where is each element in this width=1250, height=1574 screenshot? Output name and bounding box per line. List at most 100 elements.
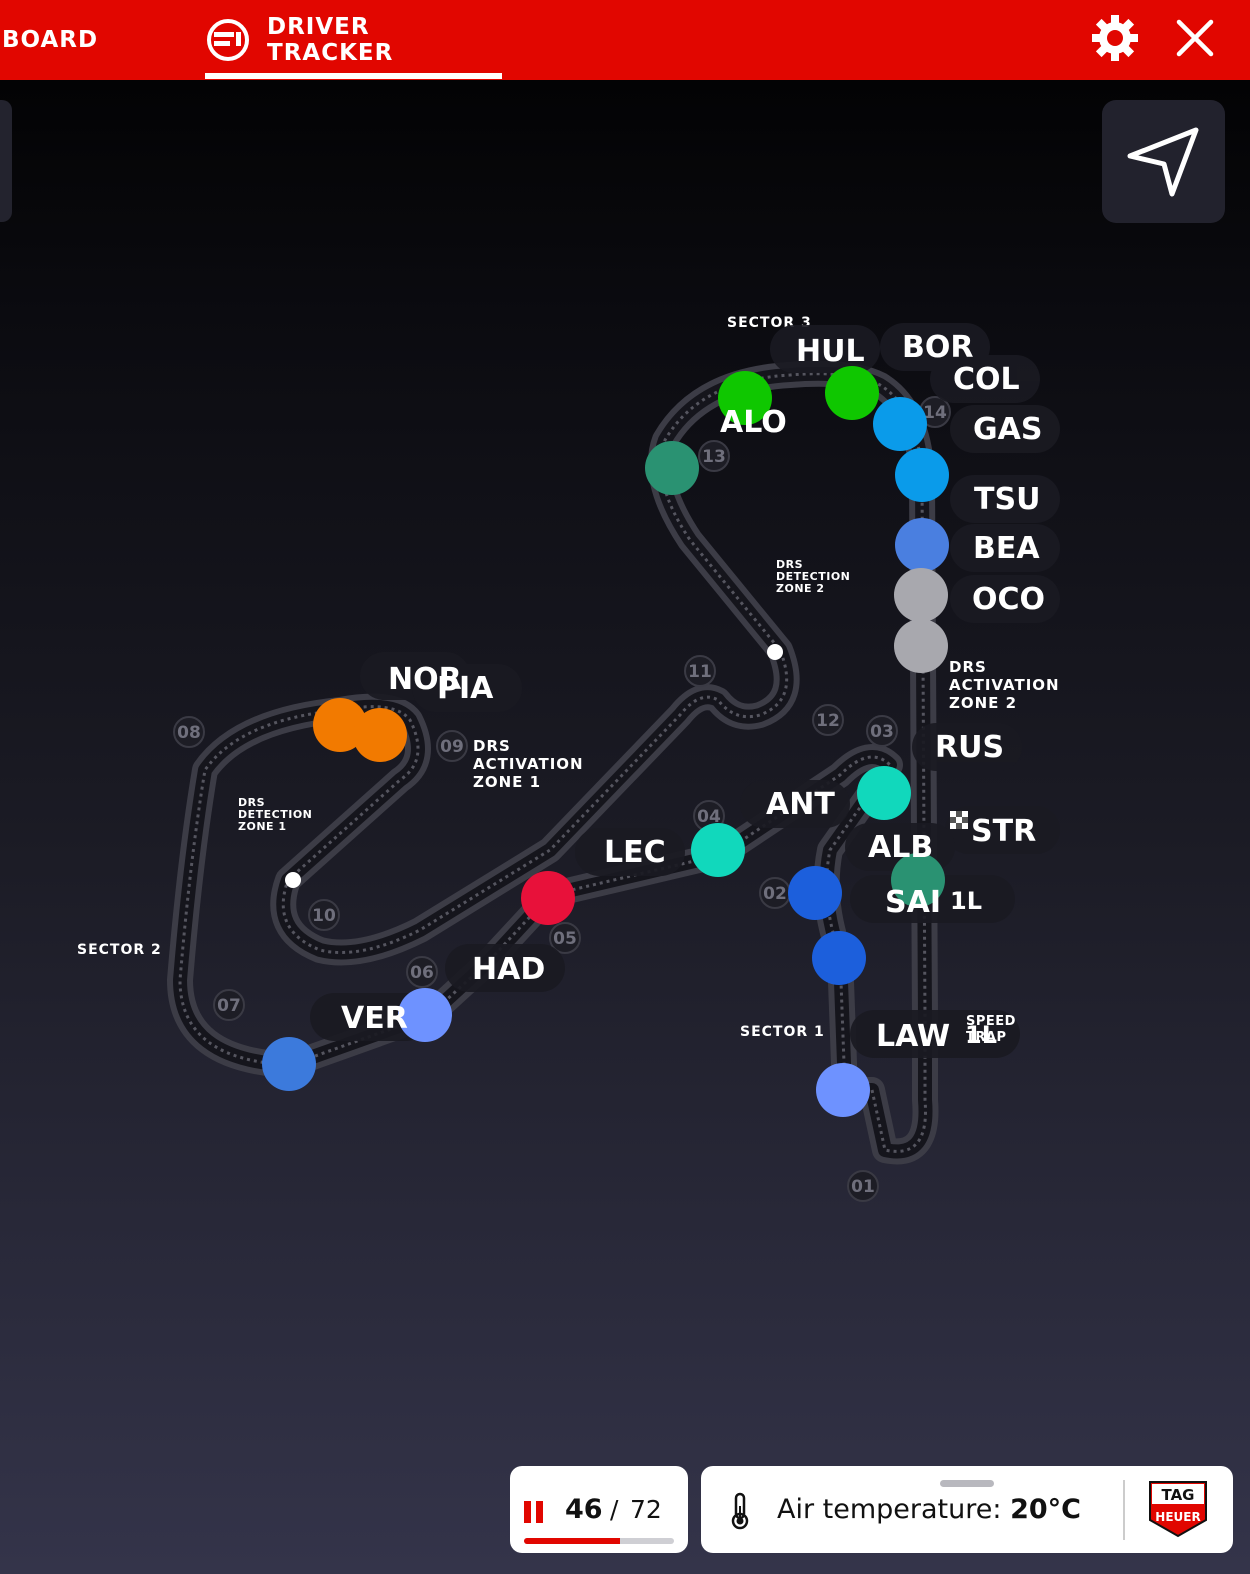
- driver-lap-law: 1L: [965, 1021, 997, 1049]
- turn-number: 14: [923, 403, 947, 423]
- driver-label-nor: NOR: [388, 662, 462, 697]
- driver-label-oco: OCO: [972, 582, 1045, 617]
- drs-text: ZONE 2: [949, 694, 1017, 712]
- driver-label-pia: PIA: [437, 671, 494, 706]
- total-laps: 72: [630, 1495, 662, 1524]
- active-tab-indicator: [205, 73, 502, 79]
- driver-label-sai: SAI: [885, 885, 941, 920]
- driver-label-ver: VER: [341, 1001, 408, 1036]
- driver-dot-alo[interactable]: [718, 371, 772, 425]
- driver-label-ant: ANT: [766, 787, 835, 822]
- settings-button[interactable]: [1085, 10, 1145, 70]
- drag-handle[interactable]: [940, 1480, 994, 1487]
- svg-text:TAG: TAG: [1162, 1486, 1195, 1504]
- driver-label-lec: LEC: [604, 835, 666, 870]
- driver-label-bea: BEA: [973, 531, 1040, 566]
- drs-text: DRS: [238, 796, 265, 809]
- turn-number: 08: [177, 723, 201, 743]
- lap-separator: /: [610, 1495, 619, 1524]
- driver-dot-pia[interactable]: [353, 708, 407, 762]
- driver-label-hul: HUL: [796, 334, 865, 369]
- driver-dot-sector3[interactable]: [645, 441, 699, 495]
- turn-number: 13: [702, 447, 726, 467]
- drs-text: ACTIVATION: [473, 755, 584, 773]
- driver-dot-bea[interactable]: [895, 518, 949, 572]
- current-lap: 46: [565, 1494, 603, 1525]
- weather-label: Air temperature:: [777, 1494, 1002, 1525]
- thermometer-icon: [729, 1492, 751, 1534]
- driver-label-tsu: TSU: [974, 482, 1040, 517]
- driver-dot-rus[interactable]: [857, 766, 911, 820]
- weather-readout: Air temperature: 20°C: [777, 1494, 1081, 1525]
- driver-label-str: STR: [971, 814, 1036, 849]
- driver-label-col: COL: [953, 362, 1020, 397]
- driver-dot-tsu[interactable]: [895, 448, 949, 502]
- driver-dot-hul[interactable]: [825, 366, 879, 420]
- driver-dot-gas[interactable]: [873, 397, 927, 451]
- lap-counter-panel[interactable]: 46 / 72: [510, 1466, 688, 1553]
- top-bar: BOARD DRIVER TRACKER: [0, 0, 1250, 80]
- svg-text:HEUER: HEUER: [1155, 1510, 1200, 1524]
- drs-activation-zone-2-label: DRS ACTIVATION ZONE 2: [949, 658, 1059, 712]
- chequered-flag-icon: [950, 811, 968, 829]
- close-icon: [1175, 18, 1215, 62]
- driver-dot-alb[interactable]: [788, 866, 842, 920]
- driver-dot-grey[interactable]: [894, 619, 948, 673]
- drs-text: DRS: [473, 737, 511, 755]
- weather-value: 20°C: [1010, 1494, 1081, 1525]
- drs-text: ZONE 1: [473, 773, 541, 791]
- turn-number: 04: [697, 807, 721, 827]
- driver-dot-law[interactable]: [816, 1063, 870, 1117]
- lap-counter-icon: [524, 1501, 546, 1527]
- drs-text: DRS: [776, 558, 803, 571]
- driver-label-law: LAW: [876, 1019, 950, 1054]
- turn-number: 06: [410, 963, 434, 983]
- panel-divider: [1123, 1480, 1125, 1540]
- turn-number: 01: [851, 1177, 875, 1197]
- drs-detection-zone-1-label: DRS DETECTION ZONE 1: [238, 796, 312, 833]
- lap-progress-bar: [524, 1538, 674, 1544]
- drs-text: ZONE 1: [238, 820, 287, 833]
- driver-dot-had[interactable]: [398, 988, 452, 1042]
- turn-number: 05: [553, 929, 577, 949]
- driver-label-rus: RUS: [935, 730, 1004, 765]
- drs-detection-point-2: [767, 644, 783, 660]
- sector-2-label: SECTOR 2: [77, 942, 162, 958]
- tab-board[interactable]: BOARD: [2, 0, 98, 80]
- turn-number: 09: [440, 737, 464, 757]
- turn-number: 11: [688, 662, 712, 682]
- driver-dot-oco[interactable]: [894, 568, 948, 622]
- gear-icon: [1090, 13, 1140, 67]
- driver-dot-str[interactable]: [891, 853, 945, 907]
- close-button[interactable]: [1165, 10, 1225, 70]
- weather-panel[interactable]: Air temperature: 20°C TAG HEUER: [701, 1466, 1233, 1553]
- speed-trap-label: TRAP: [966, 1030, 1006, 1045]
- turn-number: 02: [763, 884, 787, 904]
- driver-label-bor: BOR: [902, 330, 973, 365]
- driver-label-had: HAD: [472, 952, 545, 987]
- tab-driver-tracker-label: DRIVER TRACKER: [267, 14, 394, 66]
- navigation-arrow-icon: [1124, 120, 1204, 204]
- driver-labels: HUL ALO BOR COL GAS TSU BEA OCO RUS STR …: [341, 330, 1045, 1054]
- drs-text: DETECTION: [776, 570, 850, 583]
- sector-1-label: SECTOR 1: [740, 1024, 825, 1040]
- f1-logo-icon: [205, 18, 251, 62]
- turn-number: 12: [816, 711, 840, 731]
- turn-number: 03: [870, 722, 894, 742]
- driver-dot-ver[interactable]: [262, 1037, 316, 1091]
- drs-detection-point-1: [285, 872, 301, 888]
- drs-text: DETECTION: [238, 808, 312, 821]
- turn-number: 07: [217, 996, 241, 1016]
- side-panel-handle[interactable]: [0, 100, 12, 222]
- drs-text: ZONE 2: [776, 582, 825, 595]
- locate-button[interactable]: [1102, 100, 1225, 223]
- tab-driver-tracker[interactable]: DRIVER TRACKER: [205, 0, 502, 80]
- driver-dot-sai[interactable]: [812, 931, 866, 985]
- driver-dot-ant[interactable]: [691, 823, 745, 877]
- turn-numbers: 01 02 03 04 05 06 07 08 09 10 11 12 13 1…: [173, 396, 951, 1202]
- driver-label-alb: ALB: [868, 830, 933, 865]
- driver-markers: [262, 366, 949, 1117]
- driver-dot-lec[interactable]: [521, 871, 575, 925]
- speed-trap-label: SPEED: [966, 1014, 1016, 1029]
